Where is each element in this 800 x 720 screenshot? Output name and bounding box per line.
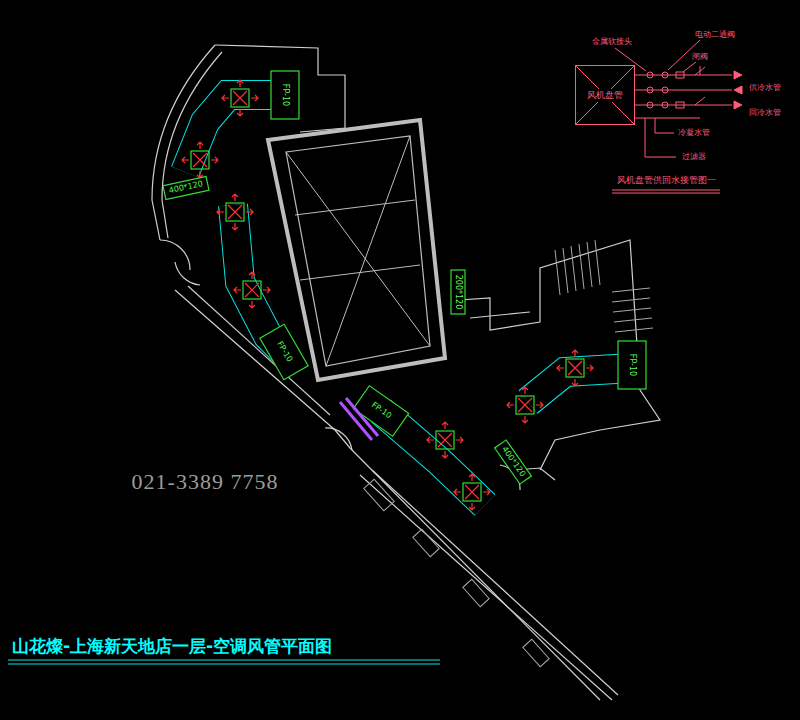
pipe-name: 冷凝水管 (677, 129, 711, 138)
box-text: 风机盘管 (586, 89, 624, 102)
unit-tag: FP-10 (369, 400, 394, 421)
equipment-box: 风机盘管 (575, 65, 635, 125)
pipe-name: 供冷水管 (748, 84, 782, 93)
pipe-name: 回冷水管 (748, 109, 782, 118)
title-underline (8, 660, 440, 664)
detail-caption: 风机盘管供回水接管图一 (616, 176, 717, 186)
pipe-fitting-label: 金属软接头 (591, 38, 633, 47)
building-core (268, 120, 445, 380)
duct-size: 400*120 (499, 445, 527, 480)
pipe-detail (575, 40, 742, 193)
sheet-title: 山花燦-上海新天地店一层-空调风管平面图 (12, 637, 332, 656)
unit-tag: FP-10 (274, 339, 294, 364)
duct-size: 200*120 (454, 274, 463, 311)
stair-lines (364, 240, 653, 667)
watermark: 021-3389 7758 (131, 470, 280, 494)
building-outline (152, 45, 660, 700)
fan-coil-unit (163, 71, 646, 484)
duct-size: 400*120 (167, 180, 205, 196)
pipe-fitting-label: 闸阀 (691, 53, 709, 62)
unit-tag: FP-10 (281, 83, 290, 107)
pipe-fitting-label: 过滤器 (681, 153, 707, 162)
unit-tag: FP-10 (628, 353, 637, 377)
air-duct (185, 95, 632, 505)
air-diffuser (182, 80, 593, 510)
pipe-fitting-label: 电动二通阀 (694, 31, 736, 40)
